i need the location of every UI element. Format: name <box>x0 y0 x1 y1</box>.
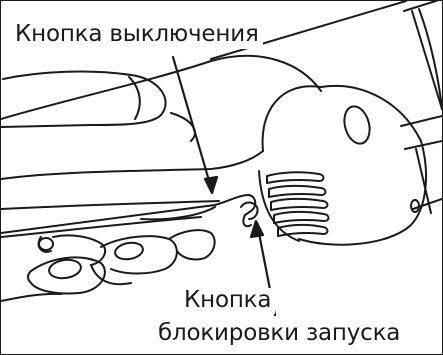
hand-thumb <box>1 72 195 141</box>
arrow-power-off-head <box>205 177 217 193</box>
arrow-power-off <box>173 57 212 191</box>
screw-icon <box>411 200 419 212</box>
motor-vent-hole <box>340 104 373 147</box>
arrow-start-lock-head <box>251 221 263 237</box>
label-start-lock-line2: блокировки запуска <box>156 321 404 347</box>
label-start-lock-line1: Кнопка <box>182 288 275 314</box>
label-power-off-button: Кнопка выключения <box>13 21 263 49</box>
ventilation-grille <box>267 172 329 236</box>
